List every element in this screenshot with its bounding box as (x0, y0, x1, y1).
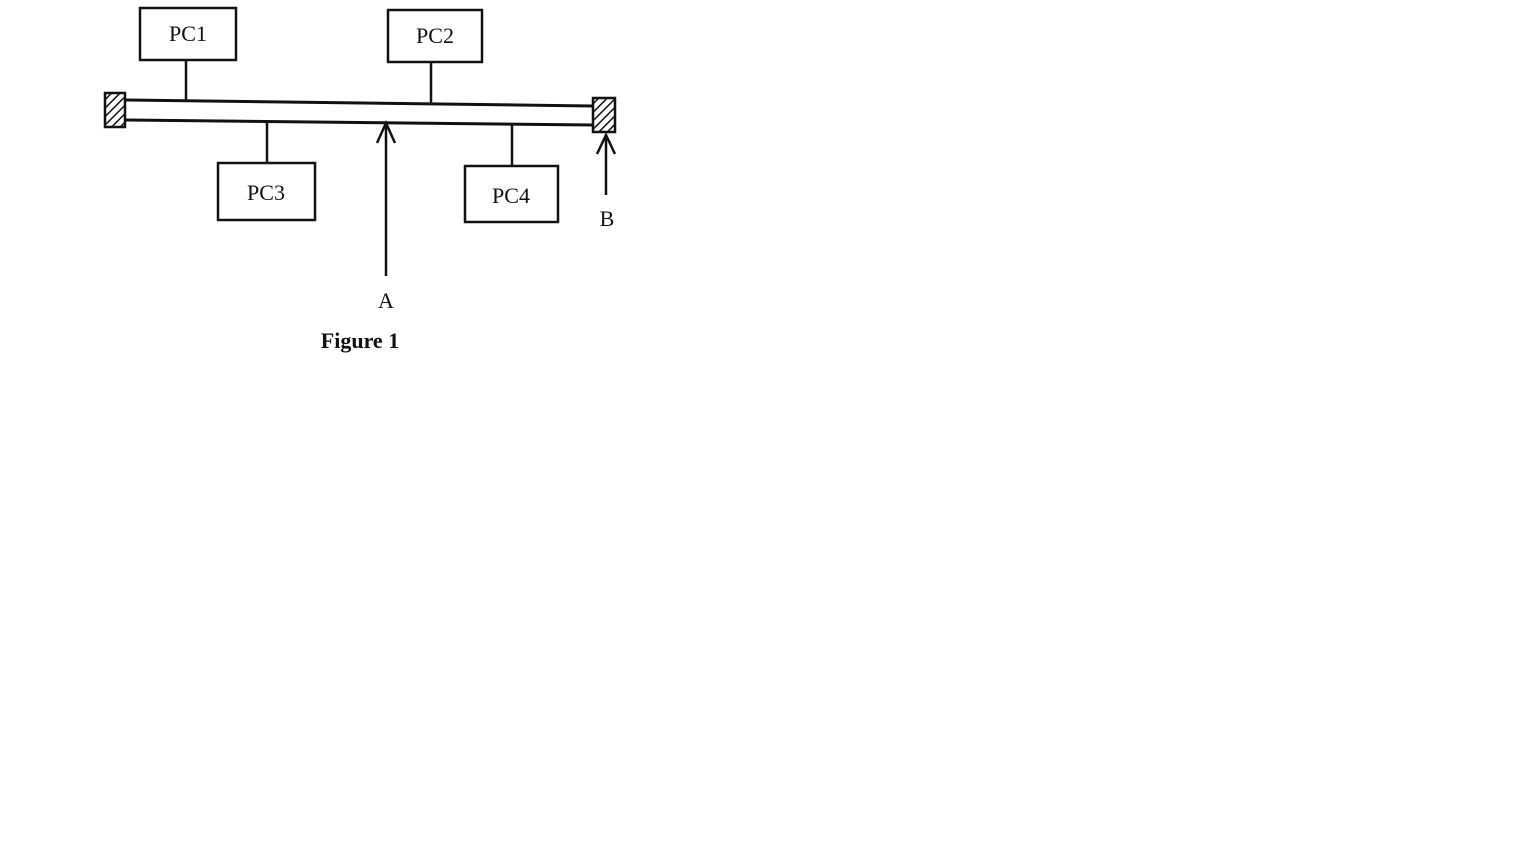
arrow-b (595, 132, 617, 195)
left-terminator (103, 91, 127, 129)
arrow-a (375, 119, 397, 276)
pc2-label: PC2 (416, 23, 454, 48)
right-terminator (591, 96, 617, 134)
pc4-box (463, 164, 560, 224)
pc1-label: PC1 (169, 21, 207, 46)
pointer-a-label: A (378, 288, 394, 313)
pc2-box (386, 8, 484, 64)
pointer-b-label: B (600, 206, 615, 231)
pc3-box (216, 161, 317, 222)
bus-cable (125, 98, 594, 127)
pc4-label: PC4 (492, 183, 530, 208)
figure-caption: Figure 1 (321, 328, 399, 353)
pc3-label: PC3 (247, 180, 285, 205)
pc1-box (138, 6, 238, 62)
